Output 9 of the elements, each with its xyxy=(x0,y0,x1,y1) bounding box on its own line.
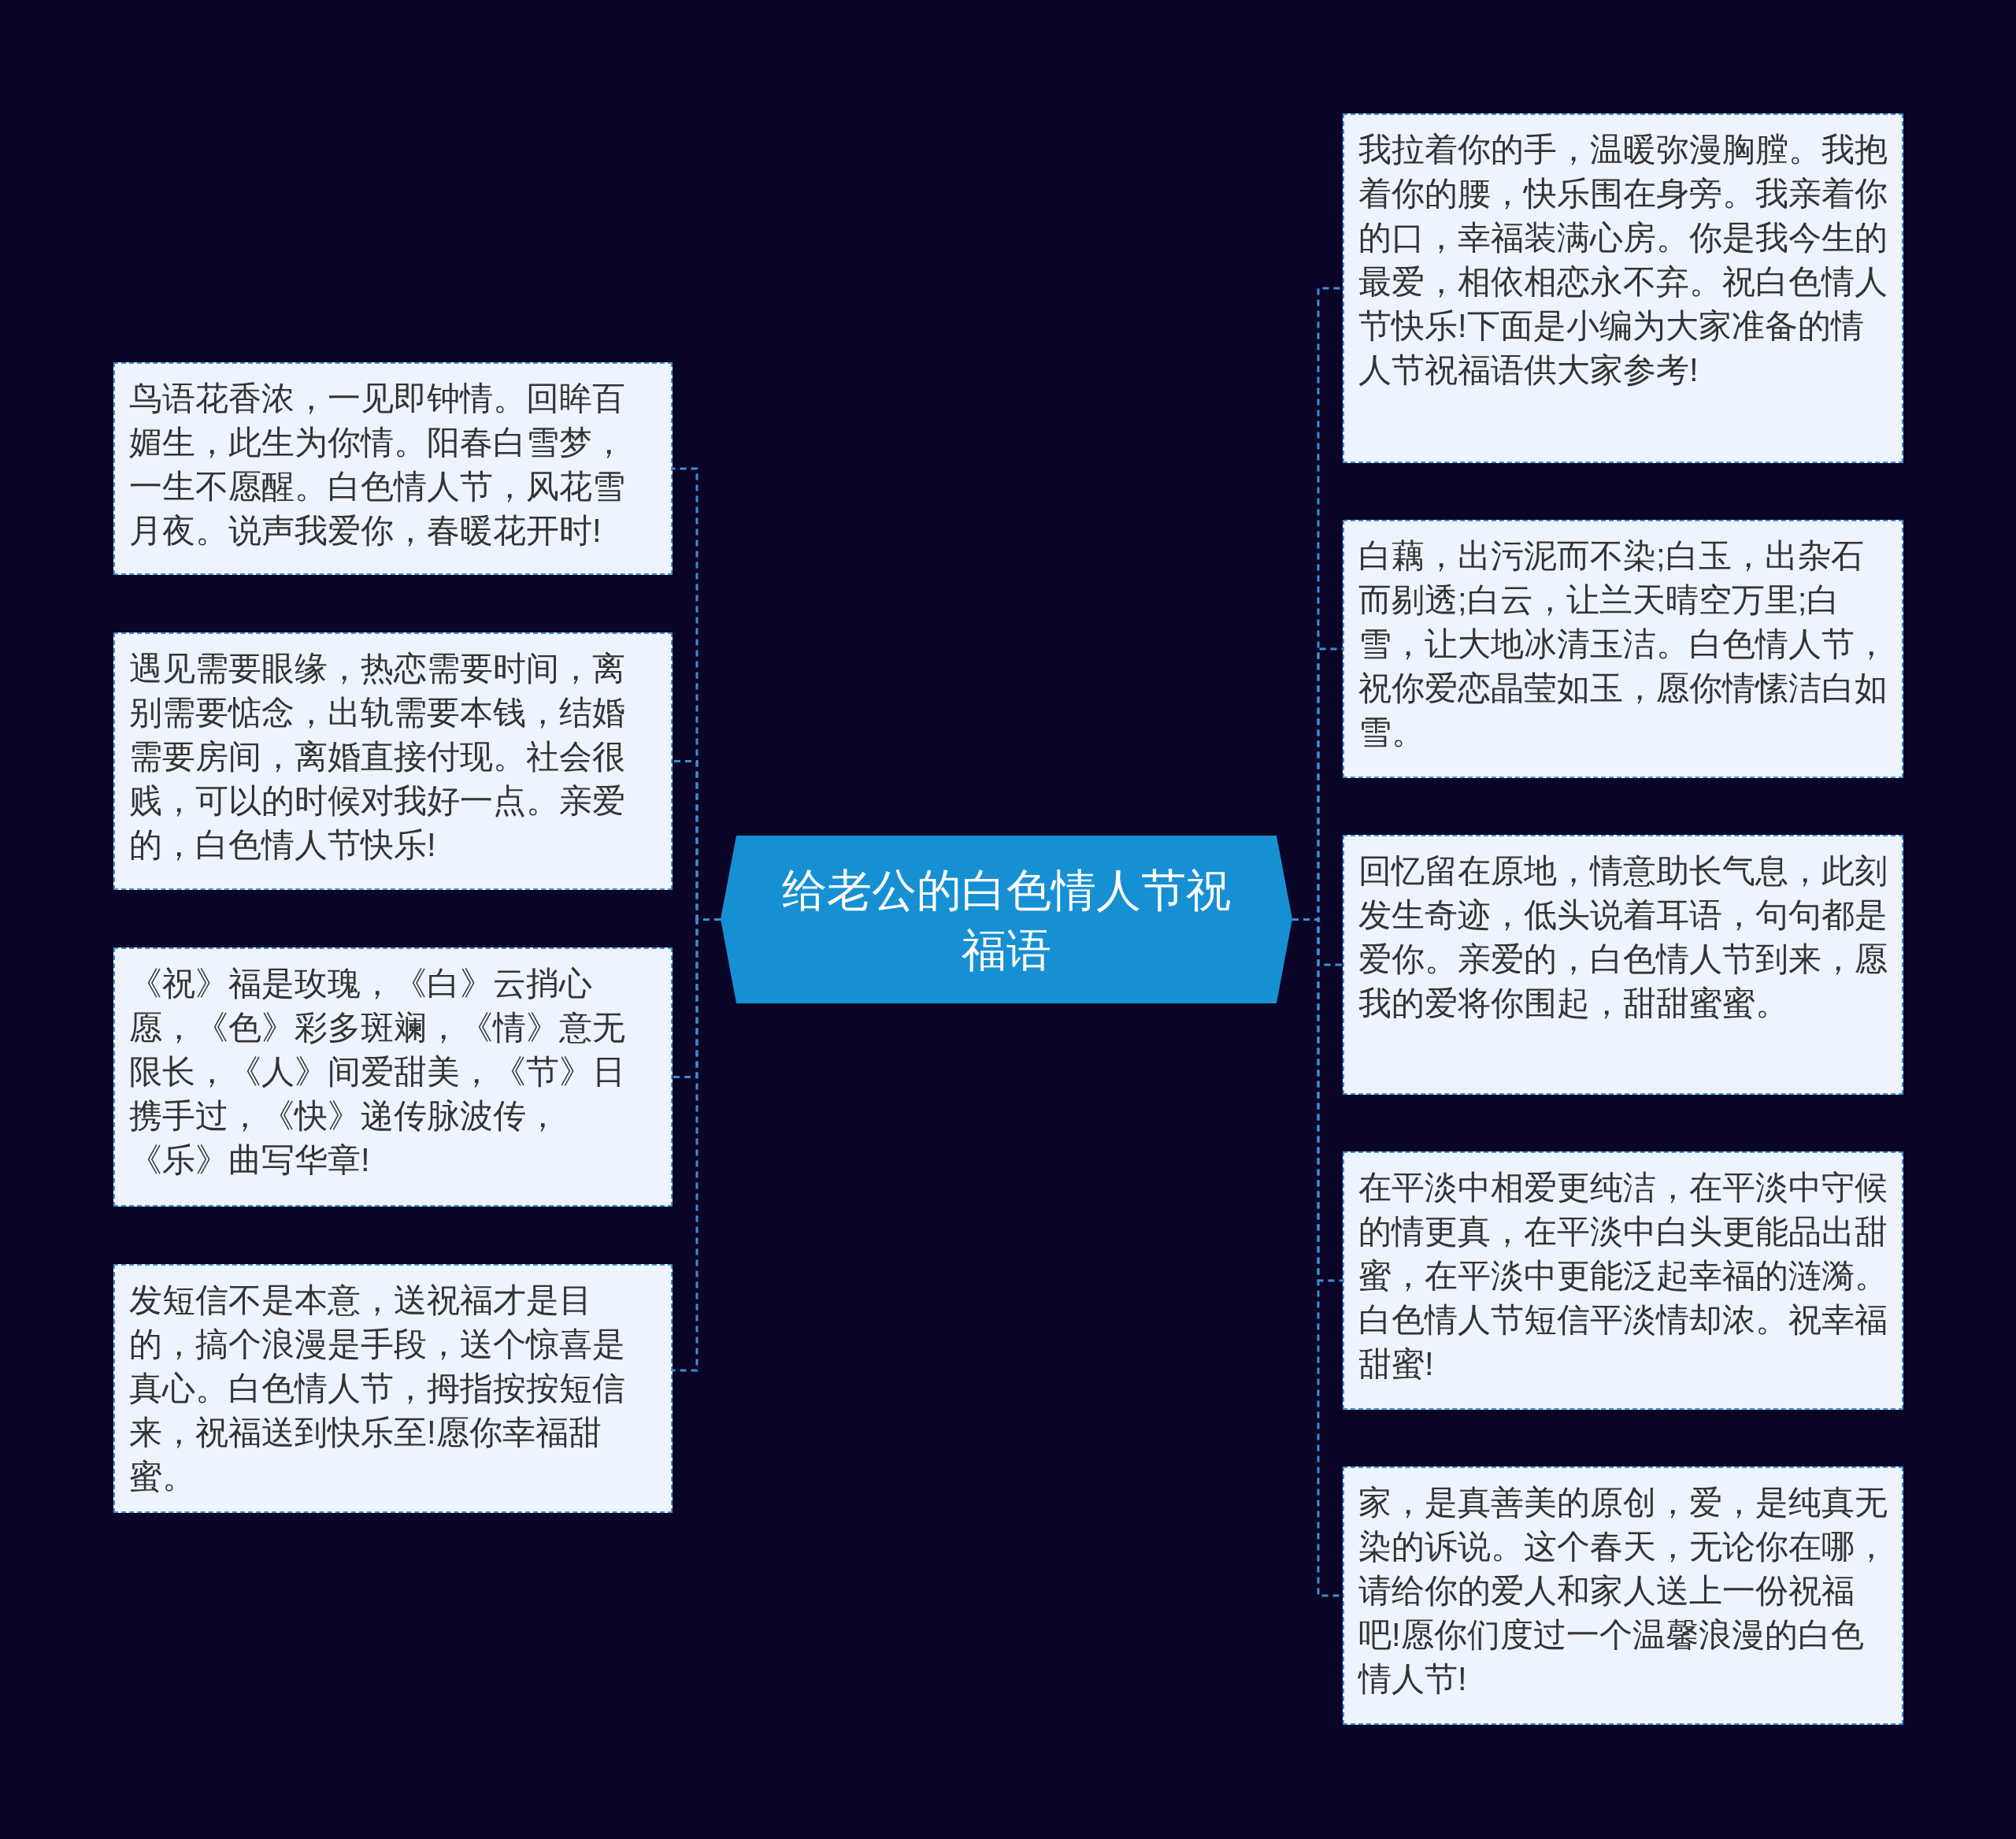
text-box: 发短信不是本意，送祝福才是目的，搞个浪漫是手段，送个惊喜是真心。白色情人节，拇指按按短信来，祝福送到快乐至!愿你幸福甜蜜。 xyxy=(113,1264,673,1513)
text-box: 鸟语花香浓，一见即钟情。回眸百媚生，此生为你情。阳春白雪梦，一生不愿醒。白色情人节，风花雪月夜。说声我爱你，春暖花开时! xyxy=(113,362,673,575)
text-box: 白藕，出污泥而不染;白玉，出杂石而剔透;白云，让兰天晴空万里;白雪，让大地冰清玉洁。白色情人节，祝你爱恋晶莹如玉，愿你情愫洁白如雪。 xyxy=(1343,520,1903,778)
text-box: 我拉着你的手，温暖弥漫胸膛。我抱着你的腰，快乐围在身旁。我亲着你的口，幸福装满心房。你是我今生的最爱，相依相恋永不弃。祝白色情人节快乐!下面是小编为大家准备的情人节祝福语供大家参考! xyxy=(1343,113,1903,463)
text-box: 遇见需要眼缘，热恋需要时间，离别需要惦念，出轨需要本钱，结婚需要房间，离婚直接付现。社会很贱，可以的时候对我好一点。亲爱的，白色情人节快乐! xyxy=(113,632,673,890)
text-box: 《祝》福是玫瑰，《白》云捎心愿，《色》彩多斑斓，《情》意无限长，《人》间爱甜美，《节》日携手过，《快》递传脉波传，《乐》曲写华章! xyxy=(113,947,673,1207)
text-box: 回忆留在原地，情意助长气息，此刻发生奇迹，低头说着耳语，句句都是爱你。亲爱的，白色情人节到来，愿我的爱将你围起，甜甜蜜蜜。 xyxy=(1343,835,1903,1095)
text-box: 家，是真善美的原创，爱，是纯真无染的诉说。这个春天，无论你在哪，请给你的爱人和家人送上一份祝福吧!愿你们度过一个温馨浪漫的白色情人节! xyxy=(1343,1466,1903,1725)
text-box: 在平淡中相爱更纯洁，在平淡中守候的情更真，在平淡中白头更能品出甜蜜，在平淡中更能泛起幸福的涟漪。白色情人节短信平淡情却浓。祝幸福甜蜜! xyxy=(1343,1151,1903,1410)
